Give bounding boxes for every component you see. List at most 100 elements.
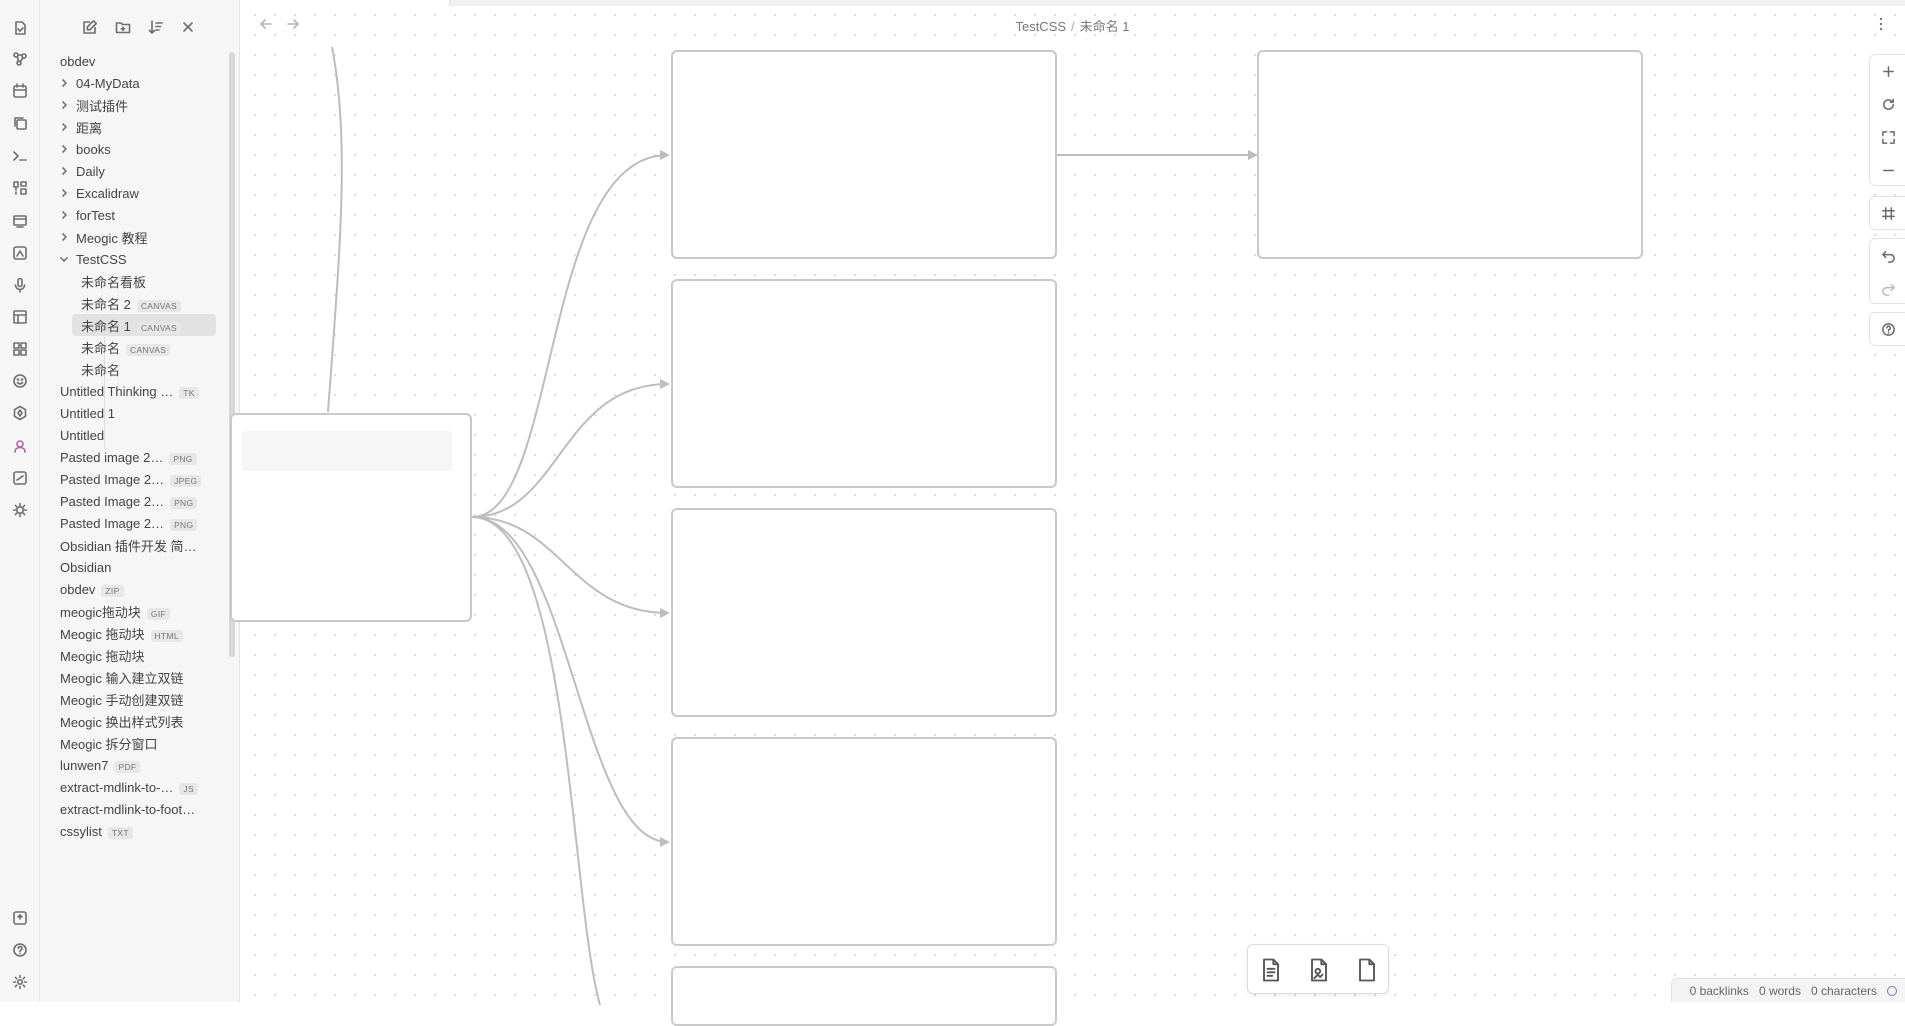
terminal-icon[interactable]	[10, 146, 30, 166]
add-blank-card-icon[interactable]	[1352, 955, 1382, 985]
reset-zoom-icon[interactable]	[1870, 88, 1905, 121]
grid-icon[interactable]	[10, 339, 30, 359]
add-note-card-icon[interactable]	[1256, 955, 1286, 985]
open-quick-switcher-icon[interactable]	[10, 18, 30, 38]
file-item[interactable]: Meogic 手动创建双链	[40, 688, 230, 710]
canvas-view[interactable]: TestCSS/未命名 1	[230, 0, 1905, 1026]
canvas-card[interactable]	[1257, 50, 1643, 259]
collapse-all-icon[interactable]	[177, 16, 199, 38]
sync-status-icon[interactable]	[1887, 985, 1897, 996]
settings-icon[interactable]	[10, 972, 30, 992]
file-item[interactable]: 未命名看板	[40, 270, 230, 292]
file-item[interactable]: Untitled	[40, 424, 230, 446]
folder-item[interactable]: 测试插件	[40, 94, 230, 116]
calendar-icon[interactable]	[10, 81, 30, 101]
plugin-icon[interactable]	[10, 403, 30, 423]
file-item[interactable]: Pasted Image 2…JPEG	[40, 468, 230, 490]
canvas-card[interactable]	[671, 737, 1057, 946]
folder-item[interactable]: Daily	[40, 160, 230, 182]
microphone-icon[interactable]	[10, 275, 30, 295]
canvas-edges	[327, 46, 1258, 1006]
file-item[interactable]: Meogic 换出样式列表	[40, 710, 230, 732]
new-note-icon[interactable]	[79, 16, 101, 38]
file-label: Pasted image 2…	[60, 449, 164, 465]
help-icon[interactable]	[1870, 313, 1905, 346]
smiley-icon[interactable]	[10, 371, 30, 391]
breadcrumb: TestCSS/未命名 1	[240, 16, 1905, 35]
canvas-card-label-field[interactable]	[242, 431, 452, 471]
folder-item[interactable]: forTest	[40, 204, 230, 226]
backlinks-count[interactable]: 0 backlinks	[1689, 983, 1749, 998]
left-ribbon	[0, 0, 40, 1002]
file-item[interactable]: Meogic 拖动块	[40, 644, 230, 666]
lightbulb-icon[interactable]	[10, 500, 30, 520]
file-item[interactable]: Pasted Image 2…PNG	[40, 512, 230, 534]
grid-controls	[1869, 196, 1905, 230]
sidebar-scrollbar[interactable]	[229, 52, 235, 657]
canvas-card[interactable]	[671, 508, 1057, 717]
new-folder-icon[interactable]	[112, 16, 134, 38]
folder-item[interactable]: 距离	[40, 116, 230, 138]
file-label: Obsidian 插件开发 简…	[60, 538, 197, 554]
canvas-icon[interactable]	[10, 243, 30, 263]
sort-icon[interactable]	[145, 16, 167, 38]
file-item[interactable]: 未命名	[40, 358, 230, 380]
chevron-right-icon	[58, 143, 70, 155]
file-item[interactable]: Pasted image 2…PNG	[40, 446, 230, 468]
edge	[471, 516, 670, 847]
file-item[interactable]: extract-mdlink-to-…JS	[40, 776, 230, 798]
forward-arrow-icon[interactable]	[285, 16, 301, 32]
zoom-out-icon[interactable]	[1870, 154, 1905, 187]
breadcrumb-folder[interactable]: TestCSS	[1015, 19, 1067, 34]
zoom-in-icon[interactable]	[1870, 55, 1905, 88]
canvas-card[interactable]	[671, 966, 1057, 1026]
folder-item[interactable]: books	[40, 138, 230, 160]
file-item[interactable]: Untitled 1	[40, 402, 230, 424]
folder-item-open[interactable]: TestCSS	[40, 248, 230, 270]
file-item[interactable]: Meogic 拆分窗口	[40, 732, 230, 754]
table-icon[interactable]	[10, 307, 30, 327]
canvas-card-group[interactable]	[230, 413, 472, 622]
tab-strip	[240, 0, 1905, 6]
file-item[interactable]: Meogic 输入建立双链	[40, 666, 230, 688]
active-tab[interactable]	[240, 0, 450, 6]
zoom-to-fit-icon[interactable]	[1870, 121, 1905, 154]
add-media-card-icon[interactable]	[1304, 955, 1334, 985]
snap-grid-icon[interactable]	[1870, 197, 1905, 230]
file-item[interactable]: Obsidian	[40, 556, 230, 578]
file-item[interactable]: Untitled Thinking …TK	[40, 380, 230, 402]
file-item[interactable]: Obsidian 插件开发 简…	[40, 534, 230, 556]
folder-item[interactable]: Meogic 教程	[40, 226, 230, 248]
canvas-alt-icon[interactable]	[10, 468, 30, 488]
undo-icon[interactable]	[1870, 239, 1905, 272]
chevron-right-icon	[58, 231, 70, 243]
folder-item[interactable]: 04-MyData	[40, 72, 230, 94]
canvas-card[interactable]	[671, 279, 1057, 488]
folder-item[interactable]: Excalidraw	[40, 182, 230, 204]
redo-icon[interactable]	[1870, 272, 1905, 305]
vault-switcher-icon[interactable]	[10, 908, 30, 928]
copy-icon[interactable]	[10, 113, 30, 133]
vault-root[interactable]: obdev	[40, 50, 230, 72]
slides-icon[interactable]	[10, 211, 30, 231]
file-item[interactable]: extract-mdlink-to-foot…	[40, 798, 230, 820]
graph-view-icon[interactable]	[10, 49, 30, 69]
back-arrow-icon[interactable]	[258, 16, 274, 32]
vault-name: obdev	[60, 53, 96, 69]
blocks-icon[interactable]	[10, 178, 30, 198]
breadcrumb-file[interactable]: 未命名 1	[1079, 19, 1130, 34]
file-item[interactable]: Pasted Image 2…PNG	[40, 490, 230, 512]
edge	[471, 150, 670, 518]
help-icon[interactable]	[10, 940, 30, 960]
canvas-card[interactable]	[671, 50, 1057, 259]
avatar-icon[interactable]	[10, 436, 30, 456]
more-options-icon[interactable]	[1873, 16, 1889, 32]
